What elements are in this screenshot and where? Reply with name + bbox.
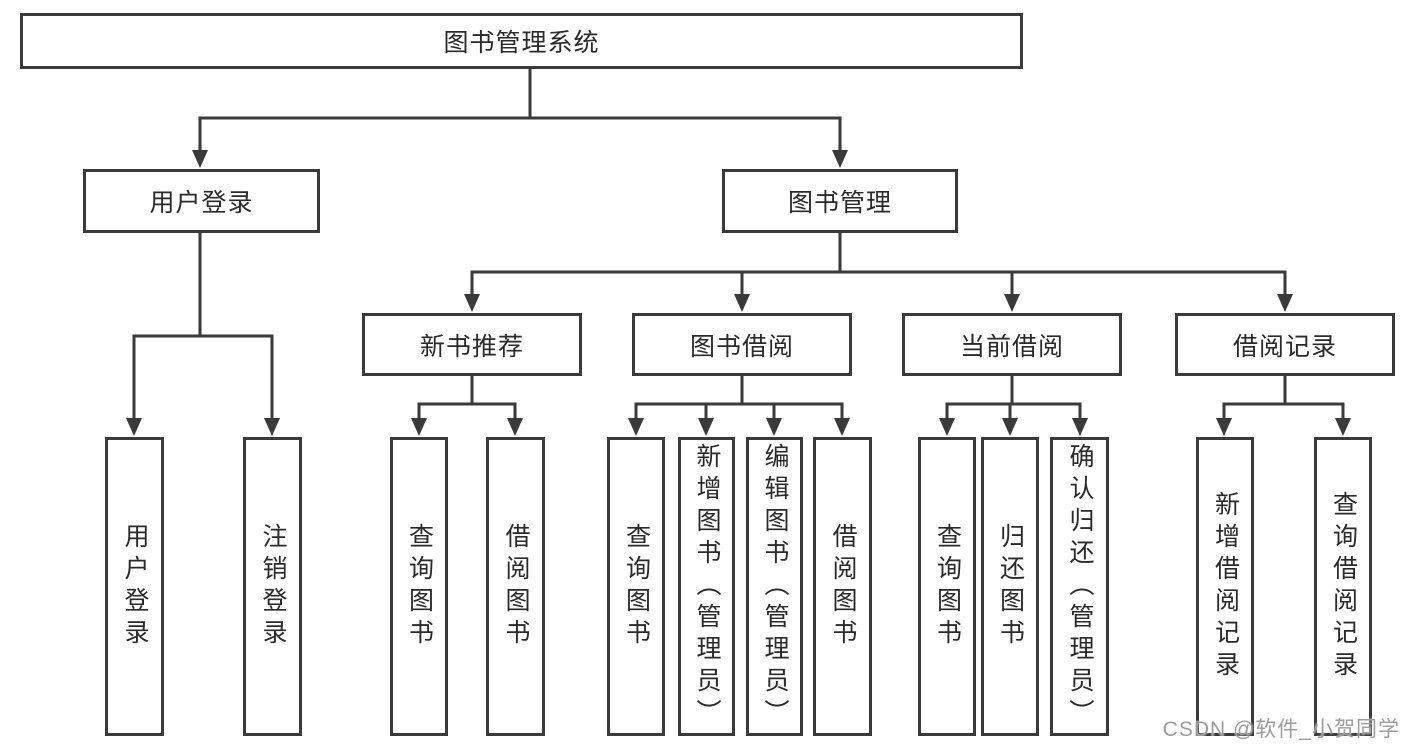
node-user-login: 用户登录 — [83, 169, 320, 233]
connector-current-borrow-children — [945, 376, 1082, 420]
leaf-query-book-1: 查询图书 — [390, 437, 448, 736]
leaf-borrow-book-1: 借阅图书 — [486, 437, 545, 736]
leaf-logout: 注销登录 — [243, 437, 302, 736]
connector-root-to-level2 — [198, 69, 842, 152]
node-root: 图书管理系统 — [20, 13, 1023, 69]
leaf-query-book-3: 查询图书 — [918, 437, 976, 736]
leaf-confirm-return-admin: 确认归还（管理员） — [1050, 437, 1109, 736]
connector-user-login-children — [132, 233, 274, 420]
connector-book-borrow-children — [634, 376, 844, 420]
node-book-management: 图书管理 — [722, 169, 958, 233]
leaf-query-book-2: 查询图书 — [607, 437, 665, 736]
leaf-user-login: 用户登录 — [105, 437, 164, 736]
connector-book-mgmt-children — [470, 233, 1287, 296]
node-new-book-recommend: 新书推荐 — [362, 313, 582, 376]
leaf-query-borrow-record: 查询借阅记录 — [1314, 437, 1372, 736]
arrowheads — [126, 150, 1351, 436]
leaf-add-borrow-record: 新增借阅记录 — [1196, 437, 1254, 736]
node-current-borrow: 当前借阅 — [902, 313, 1122, 376]
connector-new-book-children — [417, 376, 517, 420]
connector-borrow-record-children — [1222, 376, 1345, 420]
node-book-borrow: 图书借阅 — [632, 313, 852, 376]
node-borrow-records: 借阅记录 — [1175, 313, 1395, 376]
csdn-watermark: CSDN @软件_小贺同学 — [1162, 718, 1400, 741]
leaf-borrow-book-2: 借阅图书 — [813, 437, 872, 736]
leaf-add-book-admin: 新增图书（管理员） — [678, 437, 735, 736]
leaf-edit-book-admin: 编辑图书（管理员） — [746, 437, 803, 736]
leaf-return-book: 归还图书 — [981, 437, 1039, 736]
